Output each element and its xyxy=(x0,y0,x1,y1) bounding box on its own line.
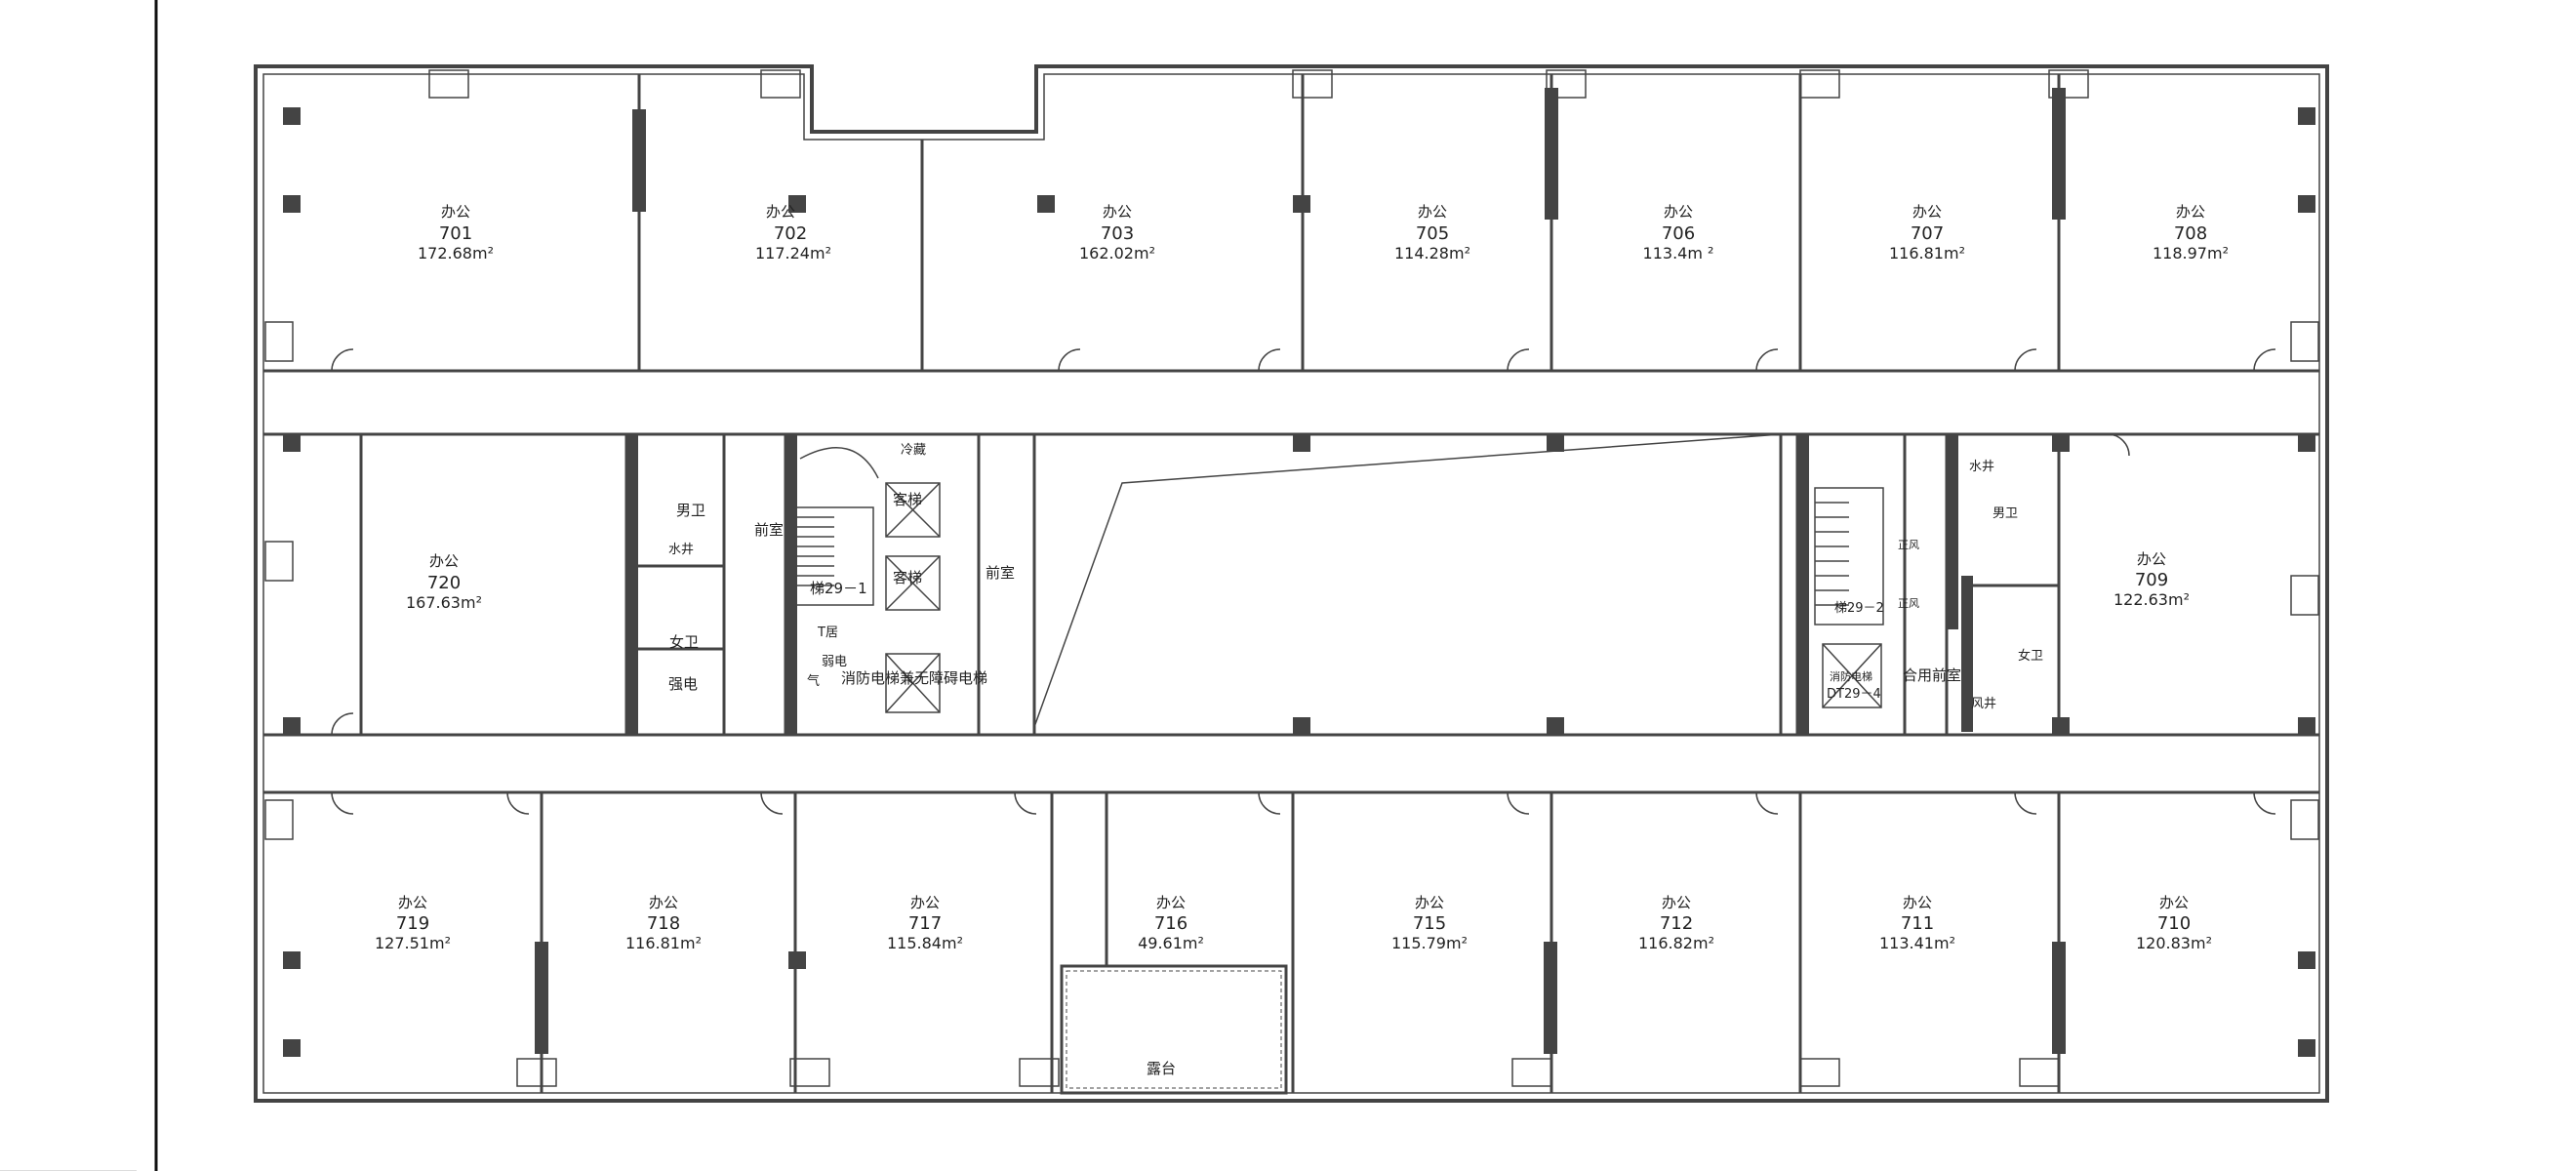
label-mens-wc-left: 男卫 xyxy=(676,502,705,519)
room-707-area: 116.81m² xyxy=(1889,244,1965,262)
room-701-area: 172.68m² xyxy=(418,244,494,262)
room-716-number: 716 xyxy=(1154,913,1187,934)
exterior-wall xyxy=(254,64,2329,1103)
room-703-number: 703 xyxy=(1101,223,1134,244)
room-706-area: 113.4m ² xyxy=(1643,244,1714,262)
label-lobby-left: 前室 xyxy=(754,521,784,539)
room-720-name: 办公 xyxy=(429,552,459,570)
label-lobby-center: 前室 xyxy=(986,564,1015,582)
room-711-number: 711 xyxy=(1901,913,1934,934)
room-710-area: 120.83m² xyxy=(2136,934,2212,952)
room-718-area: 116.81m² xyxy=(625,934,702,952)
room-708-number: 708 xyxy=(2174,223,2207,244)
room-702-number: 702 xyxy=(774,223,807,244)
door-swings xyxy=(331,348,2276,815)
room-712-number: 712 xyxy=(1660,913,1693,934)
room-720-number: 720 xyxy=(427,573,461,593)
stair-left xyxy=(794,447,879,606)
room-718-number: 718 xyxy=(647,913,680,934)
room-715-number: 715 xyxy=(1413,913,1446,934)
room-717-name: 办公 xyxy=(910,894,940,911)
label-fire-elevator-right-num: DT29－4 xyxy=(1827,687,1881,702)
elevator-cars xyxy=(885,482,941,713)
room-703-name: 办公 xyxy=(1103,203,1132,221)
label-womens-wc-right: 女卫 xyxy=(2018,648,2043,664)
room-719-name: 办公 xyxy=(398,894,427,911)
room-710-number: 710 xyxy=(2157,913,2191,934)
room-712-area: 116.82m² xyxy=(1638,934,1714,952)
room-716-area: 49.61m² xyxy=(1138,934,1204,952)
label-womens-wc-left: 女卫 xyxy=(669,633,699,651)
room-708-name: 办公 xyxy=(2176,203,2205,221)
bottom-partitions xyxy=(540,792,2061,1093)
label-stair-left: 梯29－1 xyxy=(810,580,867,597)
label-elevator-b: 客梯 xyxy=(893,569,922,586)
room-720-area: 167.63m² xyxy=(406,593,482,612)
label-stair-right: 梯29－2 xyxy=(1834,601,1884,616)
label-elevator-a: 客梯 xyxy=(893,491,922,508)
core-thick-walls xyxy=(626,434,1973,735)
room-709-name: 办公 xyxy=(2137,550,2166,568)
label-right-shaft-b: 正风 xyxy=(1898,597,1919,610)
thick-wall-segments xyxy=(535,88,2066,1054)
ac-units xyxy=(264,69,2319,1087)
label-wind-right: 风井 xyxy=(1971,697,1996,711)
room-711-name: 办公 xyxy=(1903,894,1932,911)
room-706-name: 办公 xyxy=(1664,203,1693,221)
label-shared-lobby: 合用前室 xyxy=(1903,666,1961,684)
room-718-name: 办公 xyxy=(649,894,678,911)
room-707-number: 707 xyxy=(1911,223,1944,244)
room-719-area: 127.51m² xyxy=(375,934,451,952)
label-right-shaft-a: 正风 xyxy=(1898,539,1919,551)
room-717-area: 115.84m² xyxy=(887,934,963,952)
room-702-name: 办公 xyxy=(766,203,795,221)
label-water-right: 水井 xyxy=(1969,460,1994,474)
label-fire-elevator-right: 消防电梯 xyxy=(1830,669,1872,683)
label-shaft-left: 水井 xyxy=(668,543,694,557)
room-702-area: 117.24m² xyxy=(755,244,831,262)
label-shaft-small: T居 xyxy=(817,626,838,640)
label-weak-elec: 弱电 xyxy=(822,655,847,669)
room-717-number: 717 xyxy=(908,913,942,934)
columns xyxy=(283,107,2315,1057)
room-705-name: 办公 xyxy=(1418,203,1447,221)
label-strong-elec: 强电 xyxy=(668,675,698,693)
stair-right xyxy=(1814,487,1884,708)
label-fire-elevator: 消防电梯兼无障碍电梯 xyxy=(841,669,987,687)
label-gas: 气 xyxy=(807,673,820,689)
room-719-number: 719 xyxy=(396,913,429,934)
top-partitions xyxy=(637,74,2061,371)
room-708-area: 118.97m² xyxy=(2153,244,2229,262)
room-716-name: 办公 xyxy=(1156,894,1186,911)
label-cold-room: 冷藏 xyxy=(901,443,926,458)
room-701-number: 701 xyxy=(439,223,472,244)
room-705-area: 114.28m² xyxy=(1394,244,1470,262)
label-mens-wc-right: 男卫 xyxy=(1992,506,2018,521)
room-709-area: 122.63m² xyxy=(2113,590,2190,609)
room-703-area: 162.02m² xyxy=(1079,244,1155,262)
terrace xyxy=(1060,964,1288,1095)
room-705-number: 705 xyxy=(1416,223,1449,244)
room-709-number: 709 xyxy=(2135,570,2168,590)
room-701-name: 办公 xyxy=(441,203,470,221)
room-707-name: 办公 xyxy=(1912,203,1942,221)
room-712-name: 办公 xyxy=(1662,894,1691,911)
room-715-area: 115.79m² xyxy=(1391,934,1468,952)
room-710-name: 办公 xyxy=(2159,894,2189,911)
room-715-name: 办公 xyxy=(1415,894,1444,911)
label-terrace: 露台 xyxy=(1147,1060,1176,1077)
room-711-area: 113.41m² xyxy=(1879,934,1955,952)
room-706-number: 706 xyxy=(1662,223,1695,244)
